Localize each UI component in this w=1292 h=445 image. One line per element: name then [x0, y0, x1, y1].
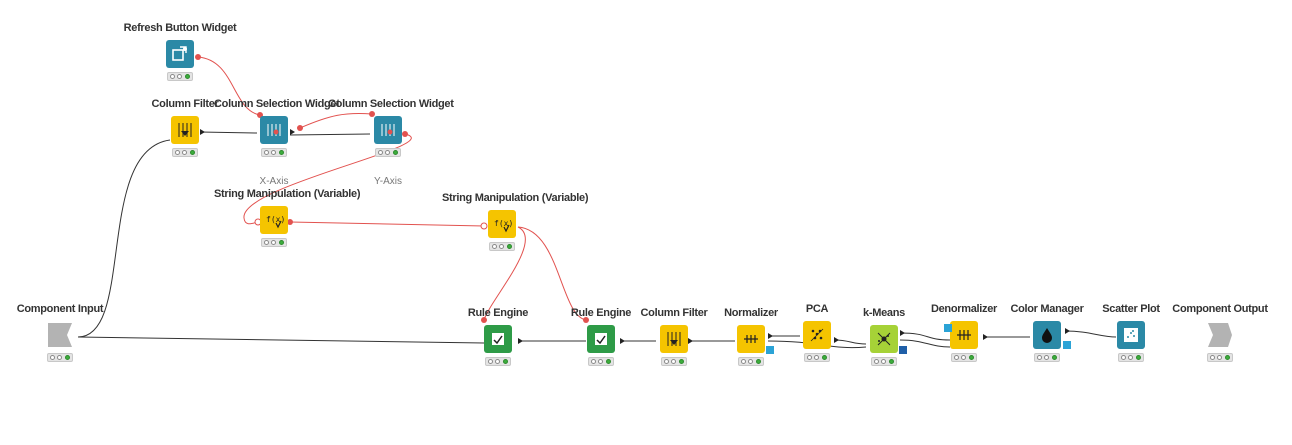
pca-node[interactable]: PCA: [757, 303, 877, 383]
variable-connection[interactable]: [289, 221, 485, 227]
component-output-icon[interactable]: [1206, 321, 1234, 349]
column-selection-icon[interactable]: [260, 116, 288, 144]
node-label: Rule Engine: [570, 307, 632, 319]
node-label: String Manipulation (Variable): [442, 192, 589, 204]
k-means-node[interactable]: k-Means: [824, 307, 944, 387]
component-input-node[interactable]: Component Input: [0, 303, 120, 383]
data-connection[interactable]: [899, 332, 951, 341]
column-filter-icon[interactable]: [171, 116, 199, 144]
node-status-traffic-light: [661, 357, 687, 366]
data-connection[interactable]: [77, 336, 485, 344]
node-label: Normalizer: [724, 307, 778, 319]
node-status-traffic-light: [489, 242, 515, 251]
data-connection[interactable]: [899, 339, 951, 348]
rule-engine-node-1[interactable]: Rule Engine: [438, 307, 558, 387]
scatter-plot-node[interactable]: Scatter Plot: [1071, 303, 1191, 383]
node-status-traffic-light: [951, 353, 977, 362]
denormalizer-icon[interactable]: [950, 321, 978, 349]
rule-engine-icon[interactable]: [484, 325, 512, 353]
svg-text:f(x): f(x): [494, 219, 512, 228]
data-connection[interactable]: [1064, 330, 1117, 338]
component-input-icon[interactable]: [46, 321, 74, 349]
node-status-traffic-light: [1118, 353, 1144, 362]
node-status-traffic-light: [47, 353, 73, 362]
node-label: Color Manager: [1010, 303, 1084, 315]
string-manipulation-icon[interactable]: f(x): [488, 210, 516, 238]
color-manager-node[interactable]: Color Manager: [987, 303, 1107, 383]
component-output-node[interactable]: Component Output: [1160, 303, 1280, 383]
node-status-traffic-light: [588, 357, 614, 366]
node-status-traffic-light: [375, 148, 401, 157]
column-filter-node-top[interactable]: Column Filter: [125, 98, 245, 178]
node-label: Component Input: [16, 303, 104, 315]
rule-engine-node-2[interactable]: Rule Engine: [541, 307, 661, 387]
node-label: Refresh Button Widget: [123, 22, 237, 34]
node-label: Denormalizer: [930, 303, 998, 315]
color-manager-icon[interactable]: [1033, 321, 1061, 349]
data-connection[interactable]: [289, 133, 371, 136]
node-comment: X-Axis: [259, 176, 289, 187]
node-comment: Y-Axis: [374, 176, 402, 187]
refresh-button-widget-node[interactable]: Refresh Button Widget: [120, 22, 240, 102]
normalizer-icon[interactable]: [737, 325, 765, 353]
node-label: k-Means: [863, 307, 905, 319]
column-filter-node-bottom[interactable]: Column Filter: [614, 307, 734, 387]
node-status-traffic-light: [804, 353, 830, 362]
column-selection-widget-node-y[interactable]: Column Selection Widget Y-Axis: [328, 98, 454, 187]
variable-connection[interactable]: [243, 133, 412, 225]
pca-icon[interactable]: [803, 321, 831, 349]
variable-connection[interactable]: [299, 112, 373, 129]
node-label: Scatter Plot: [1102, 303, 1160, 315]
node-status-traffic-light: [261, 238, 287, 247]
node-label: Column Filter: [151, 98, 219, 110]
variable-connection[interactable]: [483, 226, 526, 321]
node-label: Column Selection Widget: [328, 98, 454, 110]
kmeans-icon[interactable]: [870, 325, 898, 353]
data-connection[interactable]: [77, 139, 171, 338]
model-port-indicator: [899, 346, 907, 354]
column-selection-icon[interactable]: [374, 116, 402, 144]
node-label: Rule Engine: [467, 307, 529, 319]
node-status-traffic-light: [1034, 353, 1060, 362]
node-label: Column Selection Widget: [214, 98, 340, 110]
model-port-indicator: [766, 346, 774, 354]
model-port-indicator: [1063, 341, 1071, 349]
denormalizer-node[interactable]: Denormalizer: [904, 303, 1024, 383]
column-filter-icon[interactable]: [660, 325, 688, 353]
data-connection[interactable]: [199, 131, 258, 134]
string-manipulation-variable-node-1[interactable]: String Manipulation (Variable) f(x): [214, 188, 361, 268]
node-status-traffic-light: [261, 148, 287, 157]
node-label: PCA: [805, 303, 829, 315]
variable-connection[interactable]: [517, 226, 587, 321]
rule-engine-icon[interactable]: [587, 325, 615, 353]
node-status-traffic-light: [738, 357, 764, 366]
node-status-traffic-light: [1207, 353, 1233, 362]
node-label: String Manipulation (Variable): [214, 188, 361, 200]
column-selection-widget-node-x[interactable]: Column Selection Widget X-Axis: [214, 98, 340, 187]
string-manipulation-variable-node-2[interactable]: String Manipulation (Variable) f(x): [442, 192, 589, 272]
node-status-traffic-light: [485, 357, 511, 366]
node-label: Column Filter: [640, 307, 708, 319]
node-status-traffic-light: [172, 148, 198, 157]
node-label: Component Output: [1172, 303, 1268, 315]
node-status-traffic-light: [167, 72, 193, 81]
model-port-indicator: [944, 324, 952, 332]
node-status-traffic-light: [871, 357, 897, 366]
variable-connection[interactable]: [197, 56, 261, 116]
svg-text:f(x): f(x): [266, 215, 284, 224]
string-manipulation-icon[interactable]: f(x): [260, 206, 288, 234]
normalizer-node[interactable]: Normalizer: [691, 307, 811, 387]
refresh-widget-icon[interactable]: [166, 40, 194, 68]
scatter-plot-icon[interactable]: [1117, 321, 1145, 349]
